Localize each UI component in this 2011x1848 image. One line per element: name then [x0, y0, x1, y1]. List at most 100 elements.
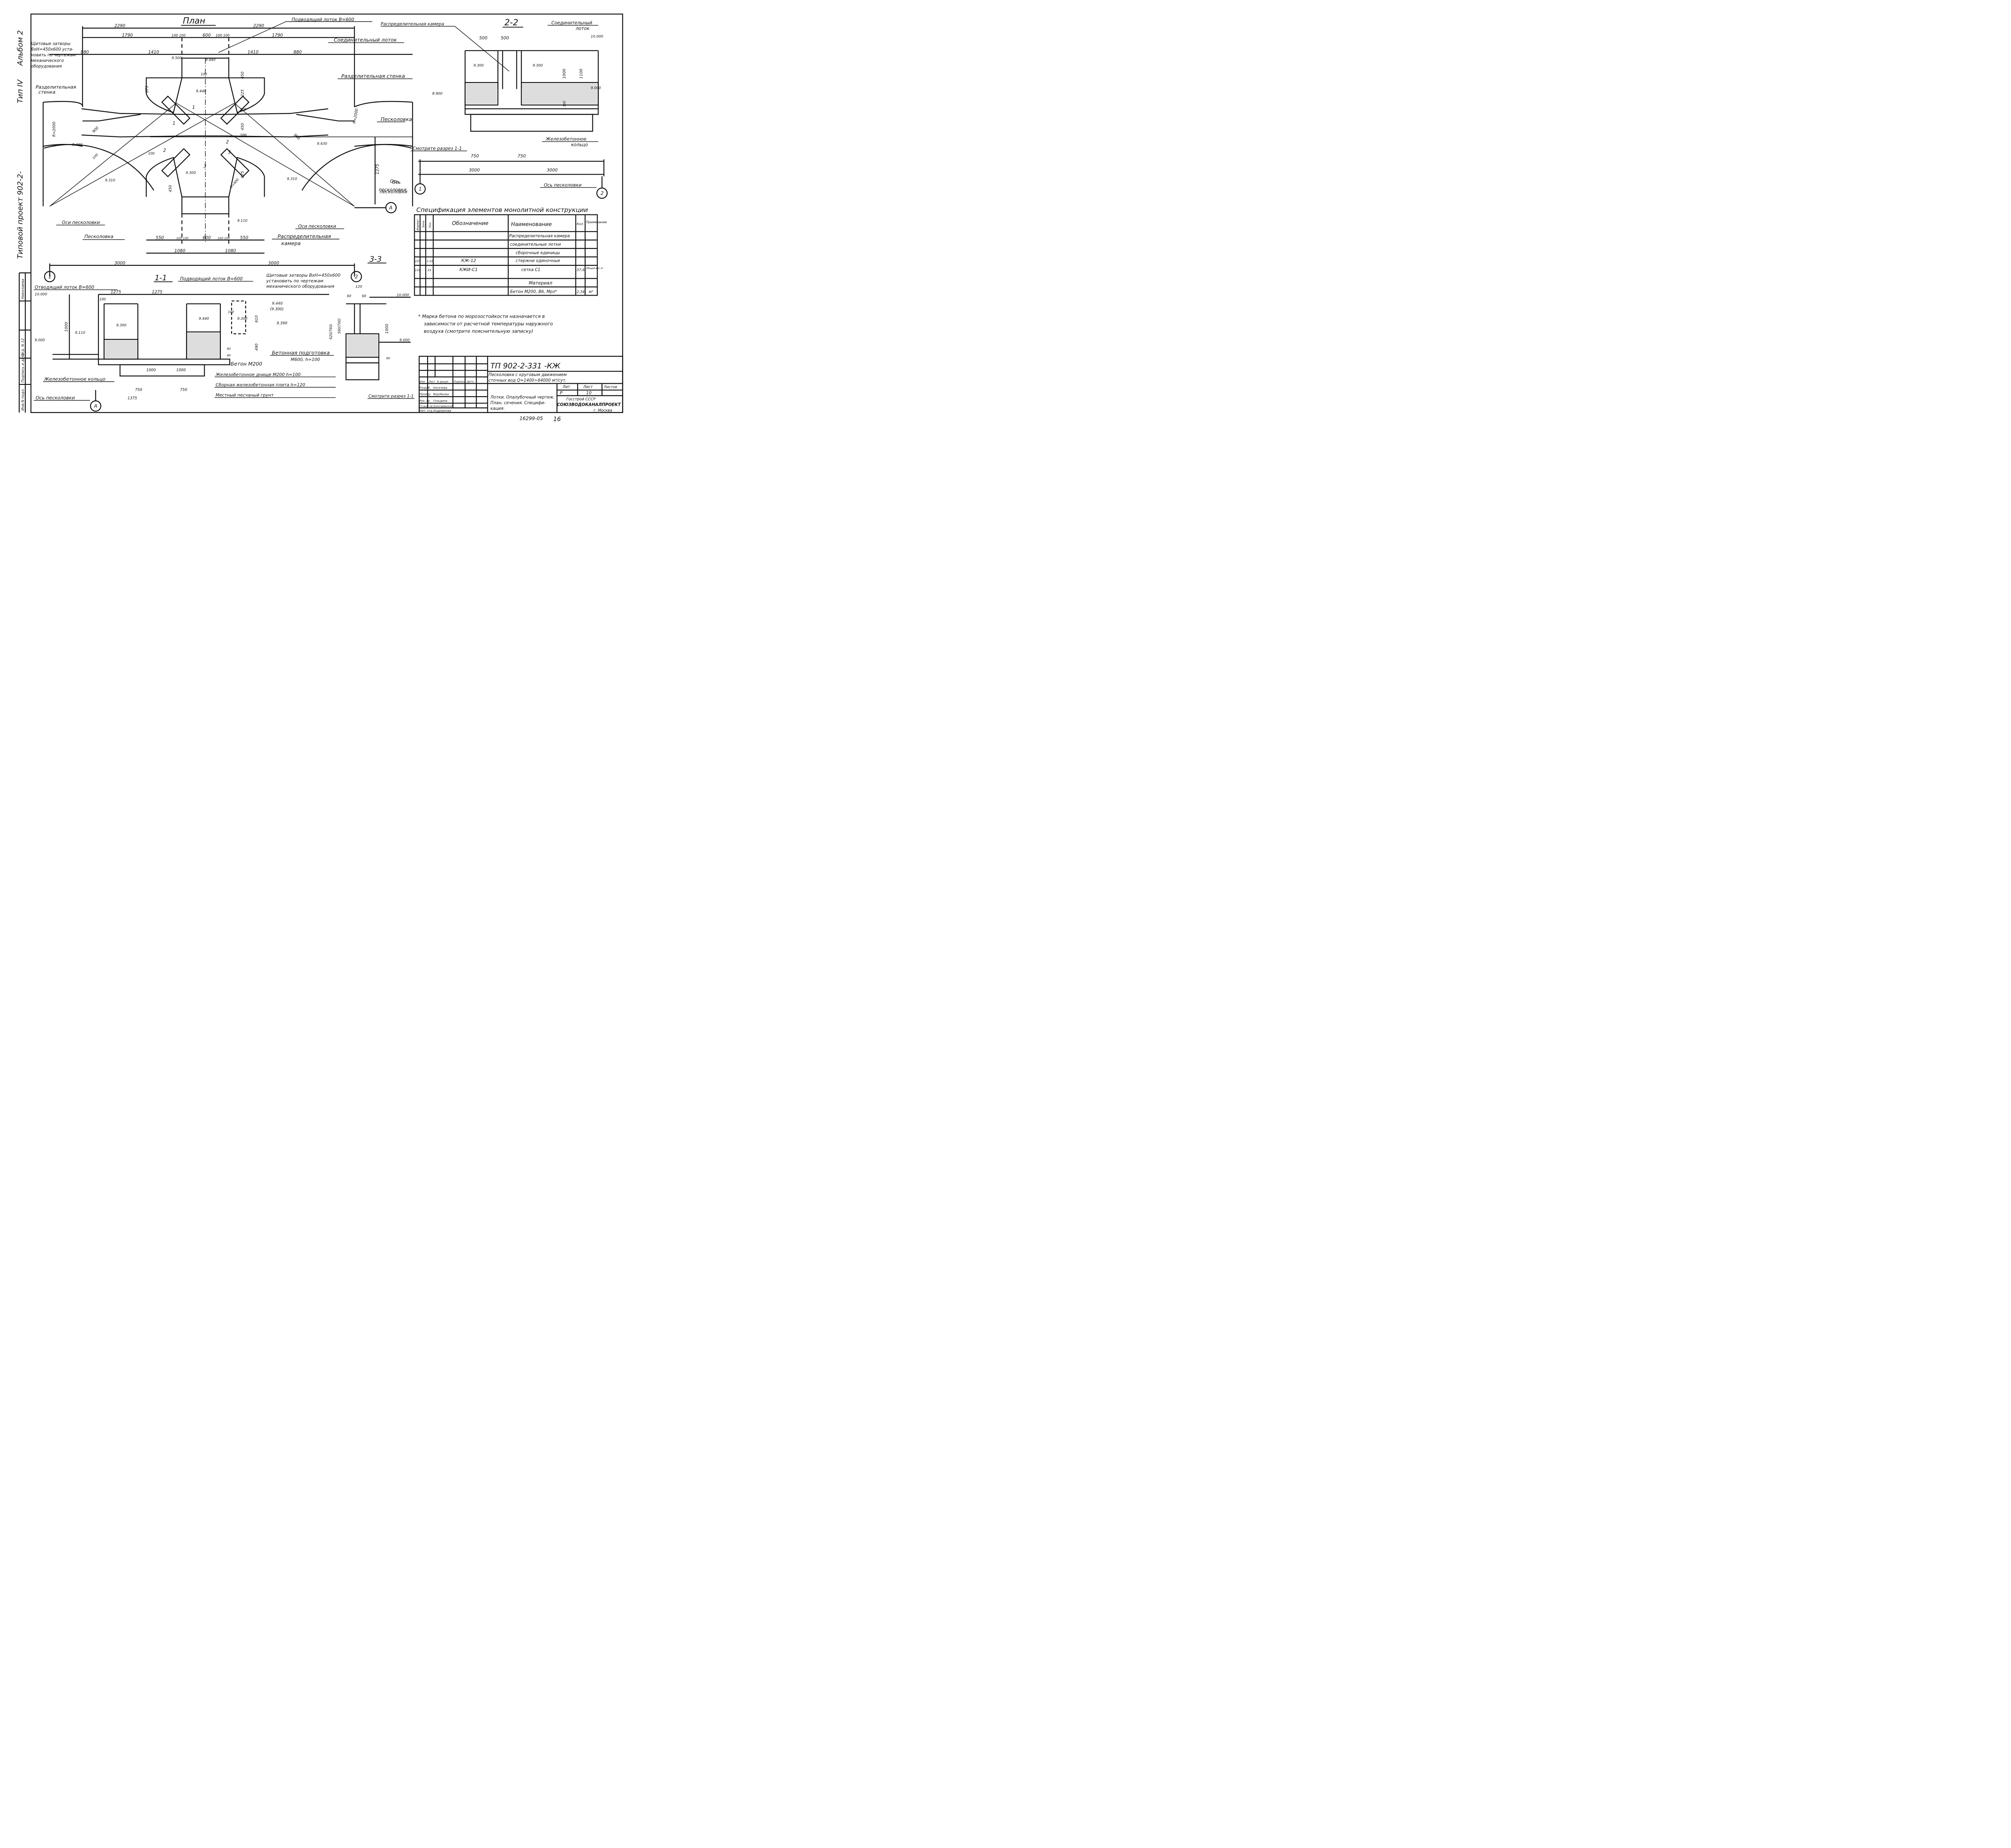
dim: 1375: [375, 164, 380, 175]
spec-cell: 22Г: [415, 260, 421, 263]
level-mark: 9.000: [591, 86, 601, 90]
level-mark: 9.440: [206, 58, 216, 62]
rev-header: Лист: [428, 380, 435, 383]
spec-note: воздуха (смотрите пояснительную записку): [424, 329, 533, 334]
sheet-header: Лист: [583, 385, 593, 389]
dim: 100: [216, 33, 222, 37]
dim: 3000: [547, 168, 557, 173]
drawing-desc-2: сточных вод Q=1400÷64000 м³/сут.: [489, 378, 567, 383]
marker-1: 1: [419, 186, 422, 192]
technical-drawing: Альбом 2 Тип IV Типовой проект 902-2- Ин…: [16, 13, 623, 423]
spec-cell: Материал: [529, 281, 552, 286]
spec-note: зависимости от расчетной температуры нар…: [424, 321, 553, 327]
label-sand-trap-right: Песколовка: [381, 116, 412, 122]
spec-cell: 23: [428, 269, 431, 272]
level-mark: 9.000: [35, 339, 45, 343]
dim: 80: [227, 347, 231, 351]
dim: 620(760): [329, 324, 333, 339]
dim: 490: [255, 343, 259, 351]
spec-header: Примечание: [586, 220, 607, 224]
dim: 100: [99, 297, 106, 301]
dim: 750: [471, 154, 479, 159]
spec-title: Спецификация элементов монолитной констр…: [416, 206, 588, 214]
dim: 100: [228, 310, 234, 314]
stage-header: Лит: [562, 385, 570, 389]
label-connecting-2-2b: лоток: [575, 26, 589, 31]
dim: 610: [255, 315, 259, 323]
dim: 675: [241, 171, 245, 178]
sheet-title-2: План, сечения. Специфи-: [490, 401, 545, 405]
dim: 1000: [562, 69, 567, 79]
label-gates-4: механического: [31, 58, 64, 63]
level-mark: 10.000: [35, 292, 47, 296]
label-axes-right: Оси песколовки: [298, 224, 336, 229]
title-block: ТП 902-2-331 -КЖ Песколовки с круговым д…: [418, 356, 623, 423]
section-3-3-title: 3-3: [370, 255, 382, 263]
section-3-3: 3-3 120 60 60 560(700) 620(760) 1000 80 …: [329, 255, 415, 399]
axis-marker-1: 1: [48, 274, 51, 280]
person: Андрианова: [433, 409, 451, 412]
section-2-2: 2-2 Распределительная камера Соединитель…: [379, 18, 608, 199]
level-mark: (9.300): [270, 307, 284, 312]
cut-mark: 3: [204, 164, 206, 169]
label-soil: Местный песчаный грунт: [216, 393, 274, 398]
role: Разраб.: [419, 386, 430, 389]
spec-cell: м³: [589, 290, 593, 294]
concrete-fill: [347, 335, 378, 356]
spec-cell: 118: [415, 269, 421, 272]
concrete-fill: [105, 340, 137, 358]
dim: 80: [227, 354, 231, 357]
label-rc-bottom: Железобетонное днище М200 h=100: [215, 372, 300, 377]
label-gates-1-1-2: установить по чертежам: [266, 278, 323, 284]
dim: 880: [81, 49, 89, 55]
spec-header: Обозначение: [452, 221, 489, 227]
dim: 3000: [268, 260, 279, 265]
rev-header: Дата: [467, 380, 474, 383]
spec-header: Поз.: [428, 222, 432, 228]
dim: 550: [240, 235, 249, 241]
person: Золотаревская: [433, 405, 452, 408]
cut-mark: 1: [192, 105, 195, 110]
dim: 750: [180, 388, 187, 392]
sheet-frame: [30, 13, 623, 413]
spec-header: Наименование: [511, 222, 552, 228]
label-axis-right: Ось песколовки: [544, 183, 582, 188]
label-axis-1-1: Ось песколовки: [36, 395, 75, 401]
dim: 1000: [385, 324, 389, 334]
spec-cell: 1-22: [427, 260, 433, 263]
role: Нач. отд.: [419, 409, 433, 412]
label-axis-sand: Ось: [392, 180, 401, 185]
spec-cell: КЖИ-С1: [459, 267, 477, 272]
person: Киселева: [433, 386, 447, 389]
level-mark: 10.000: [591, 35, 603, 39]
label-gates-1-1: Щитовые затворы BxH=450x600: [266, 273, 341, 278]
role: Гл.инж.пр.: [419, 405, 433, 408]
level-mark: 9.310: [105, 179, 115, 183]
label-concrete-prep: Бетонная подготовка: [272, 349, 330, 356]
dim: 100: [201, 72, 207, 76]
spec-cell: КЖ-12: [461, 258, 476, 263]
specification-table: Спецификация элементов монолитной констр…: [414, 206, 607, 334]
level-mark: 9.300: [116, 323, 127, 327]
dim: 100: [240, 133, 247, 137]
spec-header: Зона: [422, 221, 425, 228]
label-rc-ring: Железобетонное: [545, 137, 586, 142]
label-concrete: Бетон М200: [231, 361, 262, 367]
label-axes-left: Оси песколовки: [62, 220, 100, 225]
dim: 1275: [111, 290, 121, 295]
dim: R=900: [229, 177, 240, 189]
spec-cell: сетка С1: [521, 267, 540, 272]
level-mark: 8.900: [432, 92, 443, 96]
dim: 1410: [247, 49, 258, 55]
label-precast-slab: Сборная железобетонная плита h=120: [216, 382, 305, 388]
level-mark: 9.300: [473, 64, 484, 68]
dim: 600: [203, 33, 211, 38]
label-dividing-wall-right: Разделительная стенка: [341, 73, 405, 79]
level-mark: 9.440: [272, 302, 283, 306]
label-outlet-tray: Отводящий лоток B=600: [35, 285, 94, 290]
spec-header: Кол.: [577, 222, 584, 226]
cut-mark: 3: [228, 150, 231, 155]
level-mark: 9.000: [399, 339, 410, 343]
axis-marker-2: 2: [355, 274, 358, 280]
dim: 1000: [176, 368, 186, 372]
